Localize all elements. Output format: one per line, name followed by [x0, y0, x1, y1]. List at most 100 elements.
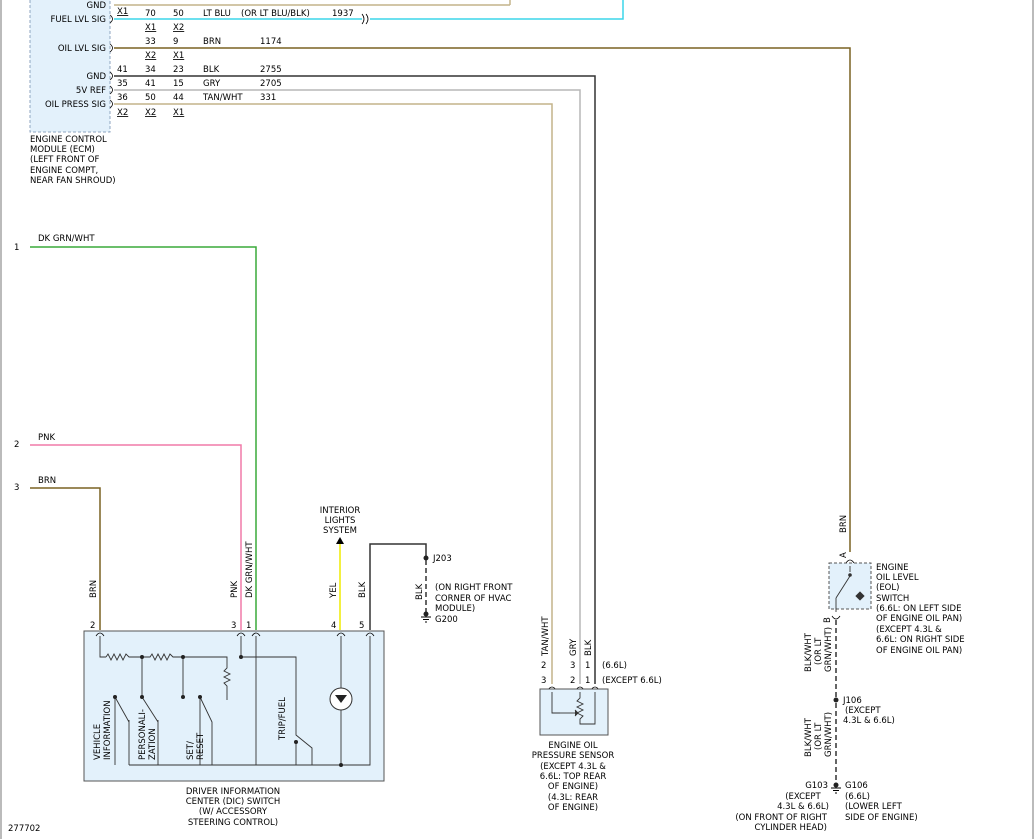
- eol-caption-3: (EOL): [876, 583, 899, 593]
- ecm-pin-oil-press-sig: OIL PRESS SIG: [45, 100, 106, 110]
- dic-label-information: INFORMATION: [103, 700, 113, 760]
- ecm-press-cav-3: 44: [173, 93, 184, 103]
- sensor-pin-a-2: 3: [570, 661, 575, 671]
- ecm-fuel-cav-2: 50: [173, 9, 184, 19]
- eol-wire-a-label: BRN: [839, 515, 849, 533]
- ecm-pin-oil-lvl-sig: OIL LVL SIG: [58, 44, 106, 54]
- g103-note-2: 4.3L & 6.6L): [777, 802, 829, 812]
- g103-ground-dot: [833, 782, 839, 788]
- wire-brn: [30, 487, 101, 630]
- g106-note-2: (LOWER LEFT: [845, 802, 903, 812]
- ecm-vref-cav-2: 41: [145, 79, 156, 89]
- eol-wire-b-line-1: BLK/WHT: [804, 632, 814, 672]
- sensor-pin-b-2: 2: [570, 676, 575, 686]
- sensor-pin-a-1: 2: [541, 661, 546, 671]
- eol-pivot-dot: [848, 573, 852, 577]
- ecm-caption-2: MODULE (ECM): [30, 145, 95, 155]
- eol-caption-7: (EXCEPT 4.3L &: [876, 625, 942, 635]
- g103-label: G103: [805, 781, 828, 791]
- ecm-pin-arc-gnd: [109, 71, 113, 81]
- dic-pin-arc-4: [336, 632, 346, 637]
- sensor-wire-label-gry: GRY: [569, 638, 579, 656]
- ground-icon: [831, 787, 841, 794]
- g103-note-4: CYLINDER HEAD): [754, 823, 827, 833]
- dic-pin-3: 3: [231, 621, 236, 631]
- ecm-vref-wire-color: GRY: [203, 79, 221, 89]
- ecm-oil-cav-2: 9: [173, 37, 178, 47]
- ecm-fuel-conn-1: X1: [117, 7, 128, 17]
- dic-wire-label-grn: DK GRN/WHT: [245, 541, 255, 598]
- eol-wire-c-line-1: BLK/WHT: [804, 717, 814, 757]
- eol-caption-6: OF ENGINE OIL PAN): [876, 614, 962, 624]
- dic-wire-label-blk: BLK: [358, 581, 368, 598]
- sensor-caption-6: (4.3L: REAR: [548, 793, 598, 803]
- ground-icon: [421, 616, 431, 623]
- dic-wire-label-brn: BRN: [89, 580, 99, 598]
- dic-label-personali: PERSONALI-: [138, 709, 148, 760]
- dic-pin-arc-3: [236, 632, 246, 637]
- ecm-fuel-wire-alt: (OR LT BLU/BLK): [241, 9, 310, 19]
- ecm-gnd-cav-2: 34: [145, 65, 156, 75]
- dic-pin-arc-1: [251, 632, 261, 637]
- ecm-fuel-conn-3: X2: [173, 23, 184, 33]
- j203-note-1: (ON RIGHT FRONT: [435, 583, 513, 593]
- input-1-wire-label: DK GRN/WHT: [38, 234, 95, 244]
- sensor-caption-2: PRESSURE SENSOR: [532, 751, 615, 761]
- g200-label: G200: [435, 615, 458, 625]
- interior-lights-label-1: INTERIOR: [320, 506, 361, 516]
- ecm-press-conn-2: X2: [145, 108, 156, 118]
- eol-wire-b-line-3: GRN/WHT): [824, 627, 834, 672]
- dic-caption-4: STEERING CONTROL): [188, 818, 278, 828]
- sensor-caption-3: (EXCEPT 4.3L &: [540, 762, 606, 772]
- dic-pin-4: 4: [331, 621, 336, 631]
- eol-wire-c-line-2: (OR LT: [814, 722, 824, 750]
- arrow-up-icon: [336, 537, 344, 544]
- sensor-caption-7: OF ENGINE): [548, 803, 598, 813]
- eol-caption-5: (6.6L: ON LEFT SIDE: [876, 604, 961, 614]
- eol-wire-c-line-3: GRN/WHT): [824, 712, 834, 757]
- wire-dk-grn-wht: [30, 246, 257, 630]
- ecm-pin-arc-press: [109, 99, 113, 109]
- j203-label: J203: [432, 554, 452, 564]
- ecm-pin-arc-oil: [109, 43, 113, 53]
- dic-pin-arc-5: [365, 632, 375, 637]
- input-2-number: 2: [14, 440, 19, 450]
- sensor-note-except-6-6l: (EXCEPT 6.6L): [602, 676, 662, 686]
- input-1-number: 1: [14, 243, 19, 253]
- ecm-press-cav-2: 50: [145, 93, 156, 103]
- dic-label-zation: ZATION: [148, 728, 158, 760]
- wire-blk-to-j203: [369, 543, 427, 630]
- ecm-fuel-conn-2: X1: [145, 23, 156, 33]
- eol-caption-9: OF ENGINE OIL PAN): [876, 646, 962, 656]
- ecm-pin-arc-vref: [109, 85, 113, 95]
- dic-wire-label-yel: YEL: [329, 582, 339, 599]
- ecm-caption-3: (LEFT FRONT OF: [30, 155, 99, 165]
- ecm-caption-1: ENGINE CONTROL: [30, 135, 107, 145]
- input-3-wire-label: BRN: [38, 476, 56, 486]
- ecm-pin-fuel-lvl-sig: FUEL LVL SIG: [51, 15, 106, 25]
- ecm-caption-5: NEAR FAN SHROUD): [30, 176, 116, 186]
- ecm-oil-conn-1: X2: [145, 51, 156, 61]
- dic-wire-label-pnk: PNK: [230, 581, 240, 598]
- ecm-oil-wire-color: BRN: [203, 37, 221, 47]
- sensor-caption-1: ENGINE OIL: [548, 741, 597, 751]
- lamp-icon: [329, 687, 353, 711]
- wire-fuel-lt-blu-cont: [370, 0, 624, 20]
- g106-note-3: SIDE OF ENGINE): [845, 813, 918, 823]
- j106-label: J106: [842, 696, 862, 706]
- g103-note-3: (ON FRONT OF RIGHT: [735, 813, 827, 823]
- sensor-pin-a-3: 1: [585, 661, 590, 671]
- j203-note-3: MODULE): [435, 604, 475, 614]
- j106-note-1: (EXCEPT: [845, 706, 881, 716]
- dic-pin-5: 5: [359, 621, 364, 631]
- interior-lights-label-3: SYSTEM: [323, 526, 357, 536]
- eol-caption-4: SWITCH: [876, 594, 909, 604]
- input-3-number: 3: [14, 483, 19, 493]
- wire-break-symbol: [361, 13, 369, 25]
- input-2-wire-label: PNK: [38, 433, 55, 443]
- interior-lights-label-2: LIGHTS: [325, 516, 356, 526]
- eol-caption-2: OIL LEVEL: [876, 573, 919, 583]
- ecm-pin-arc-fuel: [109, 14, 113, 24]
- ecm-gnd-circuit: 2755: [260, 65, 282, 75]
